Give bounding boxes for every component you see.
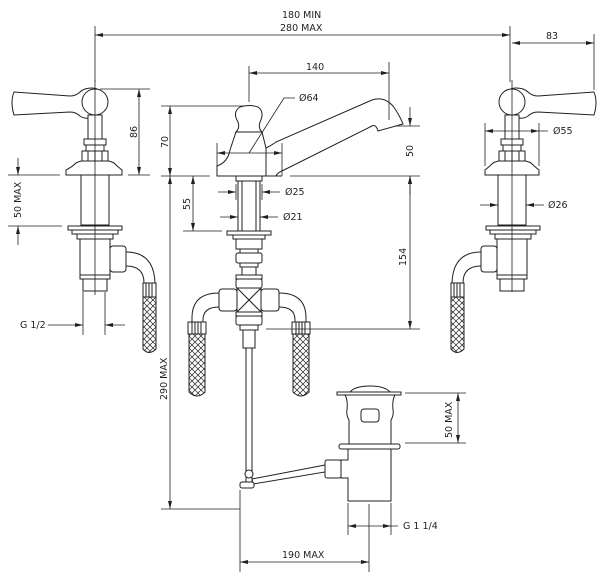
spout-outlet-height-label: 50 xyxy=(405,145,416,157)
spout-shank-length-label: 55 xyxy=(182,198,193,210)
overall-depth-max-label: 290 MAX xyxy=(159,357,170,400)
pop-up-waste-dimensions: 50 MAX G 1 1/4 190 MAX xyxy=(239,392,466,572)
waste-offset-max-label: 190 MAX xyxy=(282,550,325,561)
valve-shank-dia-label: Ø26 xyxy=(548,200,568,211)
valve-thread-label: G 1/2 xyxy=(20,320,46,331)
handle-reach-dimension: 83 xyxy=(512,31,595,90)
overall-max-label: 280 MAX xyxy=(280,23,323,34)
handle-height-label: 86 xyxy=(129,126,140,138)
spout-dimensions: 140 Ø64 70 50 Ø25 xyxy=(159,62,420,510)
spout-shank-dia-inner-label: Ø21 xyxy=(283,212,303,223)
spout-shank-dia-outer-label: Ø25 xyxy=(285,187,305,198)
spout-reach-label: 140 xyxy=(306,62,324,73)
connector-depth-label: 154 xyxy=(398,248,409,266)
right-valve xyxy=(450,80,597,353)
spout-body-height-label: 70 xyxy=(160,136,171,148)
handle-rosette-dia-label: Ø55 xyxy=(553,126,573,137)
waste-thread-label: G 1 1/4 xyxy=(403,521,438,532)
overall-width-dimension: 180 MIN 280 MAX xyxy=(94,10,511,82)
spout xyxy=(187,98,404,486)
handle-reach-label: 83 xyxy=(546,31,558,42)
left-valve-dimensions: 86 50 MAX G 1/2 xyxy=(8,88,150,335)
spout-base-dia-label: Ø64 xyxy=(299,93,319,104)
pop-up-waste xyxy=(239,385,402,540)
valve-shank-max-label: 50 MAX xyxy=(13,181,24,218)
overall-min-label: 180 MIN xyxy=(282,10,321,21)
waste-height-max-label: 50 MAX xyxy=(444,401,455,438)
right-valve-dimensions: Ø55 Ø26 xyxy=(480,123,573,211)
left-valve xyxy=(11,80,157,353)
